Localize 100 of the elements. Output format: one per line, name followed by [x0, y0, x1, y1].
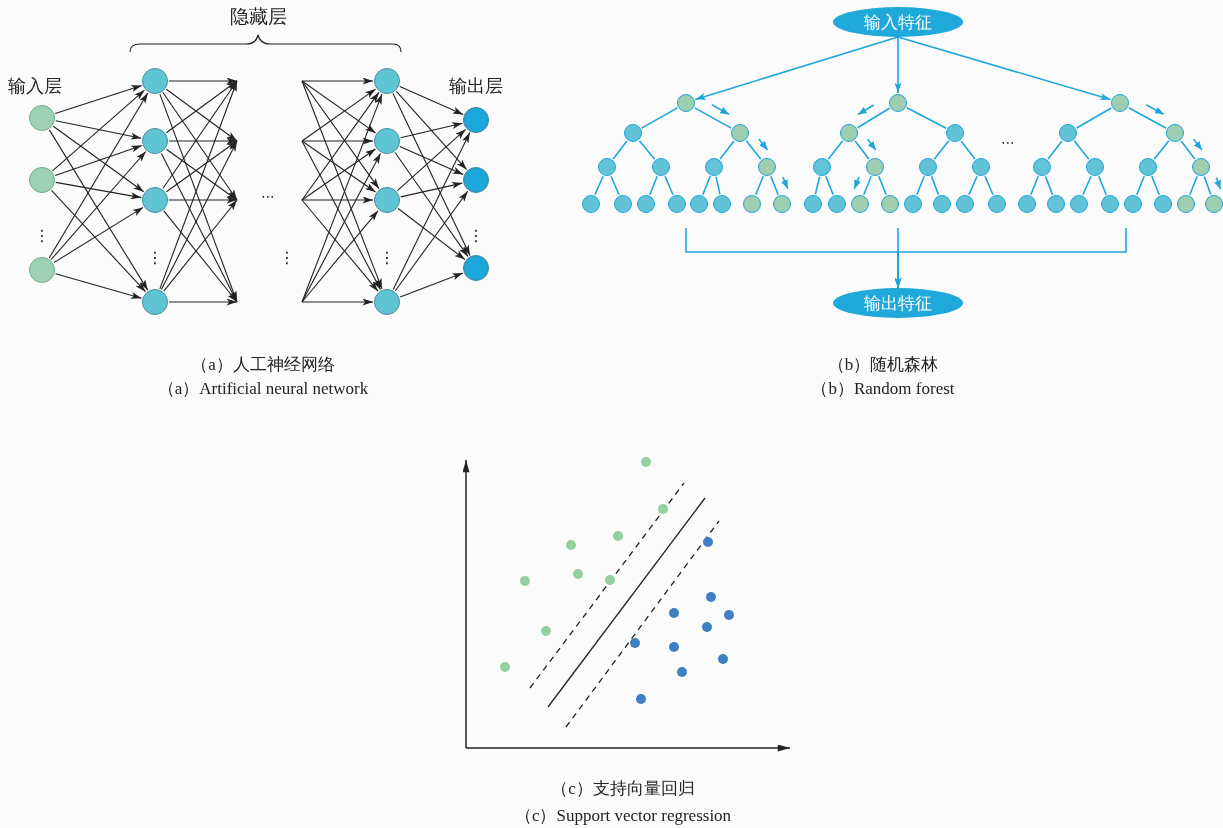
arrow	[392, 93, 471, 256]
connector-line	[933, 140, 950, 160]
arrow	[165, 140, 238, 193]
arrow	[301, 210, 379, 303]
tree-node	[713, 195, 731, 213]
connector-line	[755, 175, 764, 196]
connector-line	[1075, 107, 1113, 129]
caption: （c）支持向量回归	[551, 779, 695, 799]
connector-line	[640, 107, 679, 129]
caption: （b）Random forest	[811, 379, 955, 399]
connector-line	[745, 140, 762, 160]
connector-line	[1153, 140, 1170, 160]
connector-line	[612, 140, 628, 160]
connector-line	[930, 175, 940, 196]
arrow	[301, 88, 377, 142]
connector-line	[916, 175, 925, 196]
tree-node	[773, 195, 791, 213]
arrow	[301, 80, 377, 134]
hidden-neuron	[374, 128, 400, 154]
input-neuron	[29, 105, 55, 131]
arrow	[392, 132, 471, 290]
connector-line	[715, 176, 721, 195]
arrow	[168, 137, 238, 145]
connector-line	[1203, 175, 1212, 196]
connector-line	[1073, 140, 1090, 160]
arrow	[50, 150, 147, 261]
hidden-neuron	[142, 289, 168, 315]
connector-line	[1151, 175, 1160, 196]
connector-line	[610, 175, 620, 196]
arrow	[301, 80, 380, 190]
tree-node	[804, 195, 822, 213]
connector-line	[1136, 175, 1145, 196]
connector-line	[906, 106, 947, 130]
tree-node	[690, 195, 708, 213]
arrow	[53, 206, 144, 264]
tree-node	[1059, 124, 1077, 142]
connector-line	[1047, 140, 1063, 160]
arrow	[52, 125, 145, 193]
arrow	[168, 196, 238, 204]
connector-line	[1128, 107, 1167, 129]
caption: （a）人工神经网络	[191, 355, 335, 375]
arrow	[301, 137, 374, 145]
arrow	[301, 140, 377, 193]
connector-line	[984, 175, 994, 196]
arrow	[394, 190, 469, 292]
output-neuron	[463, 167, 489, 193]
tree-node	[1111, 94, 1129, 112]
tree-node	[614, 195, 632, 213]
arrow	[301, 77, 374, 85]
connector-line	[594, 175, 604, 196]
tree-node	[582, 195, 600, 213]
arrow	[165, 148, 238, 201]
arrow	[400, 182, 463, 198]
hidden-neuron	[142, 128, 168, 154]
tree-node	[758, 158, 776, 176]
ellipsis: ⋮	[468, 227, 484, 245]
ellipsis: ⋮	[34, 227, 50, 245]
arrow	[162, 91, 238, 201]
tree-node	[1154, 195, 1172, 213]
tree-node	[731, 124, 749, 142]
output-neuron	[463, 107, 489, 133]
connector-line	[1098, 175, 1107, 196]
arrow	[399, 86, 464, 115]
hidden-neuron	[374, 289, 400, 315]
arrow	[168, 298, 238, 306]
arrow	[694, 36, 899, 101]
arrow	[50, 189, 147, 293]
tree-node	[598, 158, 616, 176]
connector-line	[968, 175, 978, 196]
caption: （c）Support vector regression	[514, 806, 732, 826]
tree-node	[840, 124, 858, 142]
arrow	[301, 199, 379, 292]
input-neuron	[29, 167, 55, 193]
arrow	[301, 196, 374, 204]
input-neuron	[29, 257, 55, 283]
caption: （a）Artificial neural network	[157, 379, 369, 399]
arrow	[168, 77, 238, 85]
tree-node	[881, 195, 899, 213]
ellipsis: ⋯	[1001, 135, 1015, 151]
hidden-neuron	[142, 68, 168, 94]
arrow	[54, 145, 143, 176]
tree-node	[637, 195, 655, 213]
connector-line	[814, 175, 821, 196]
tree-node	[972, 158, 990, 176]
connector-line	[856, 107, 891, 129]
arrow	[399, 272, 464, 298]
node-text: 输入特征	[864, 10, 932, 34]
tree-node	[813, 158, 831, 176]
arrow	[48, 129, 149, 291]
connector-line	[664, 175, 674, 196]
caption: （b）随机森林	[827, 355, 939, 375]
tree-node	[828, 195, 846, 213]
connector-line	[1082, 175, 1092, 196]
tree-node	[866, 158, 884, 176]
connector-line	[1189, 175, 1198, 196]
arrow	[54, 273, 143, 299]
tree-node	[946, 124, 964, 142]
tree-node	[988, 195, 1006, 213]
tree-node	[652, 158, 670, 176]
connector-line	[863, 175, 872, 196]
